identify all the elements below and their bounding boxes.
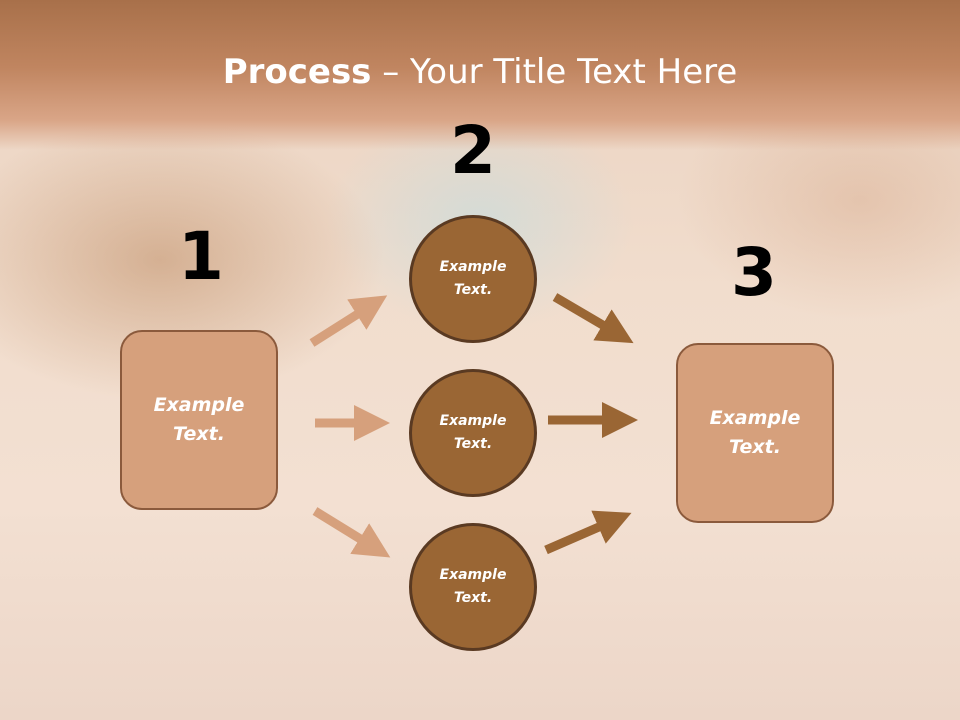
step-1-label: Example Text.: [153, 394, 245, 445]
title-band: [0, 0, 960, 150]
arrow-1-to-2a: [309, 295, 388, 347]
slide-title[interactable]: Process – Your Title Text Here: [0, 52, 960, 92]
arrow-1-to-2c: [312, 507, 391, 558]
arrow-2c-to-3: [544, 510, 632, 555]
step-2-circle-middle[interactable]: Example Text.: [409, 369, 537, 497]
step-2-label-top: Example Text.: [439, 259, 507, 298]
step-2-circle-top[interactable]: Example Text.: [409, 215, 537, 343]
title-bold: Process: [222, 52, 372, 92]
step-2-label-bottom: Example Text.: [439, 567, 507, 606]
title-rest: – Your Title Text Here: [371, 52, 738, 92]
step-2-circle-bottom[interactable]: Example Text.: [409, 523, 537, 651]
step-3-label: Example Text.: [709, 407, 801, 458]
step-2-label-middle: Example Text.: [439, 413, 507, 452]
arrow-2a-to-3: [552, 293, 634, 344]
step-3-box[interactable]: Example Text.: [676, 343, 834, 523]
step-1-box[interactable]: Example Text.: [120, 330, 278, 510]
step-number-2: 2: [450, 112, 496, 189]
step-number-1: 1: [178, 218, 224, 295]
step-number-3: 3: [731, 234, 777, 311]
